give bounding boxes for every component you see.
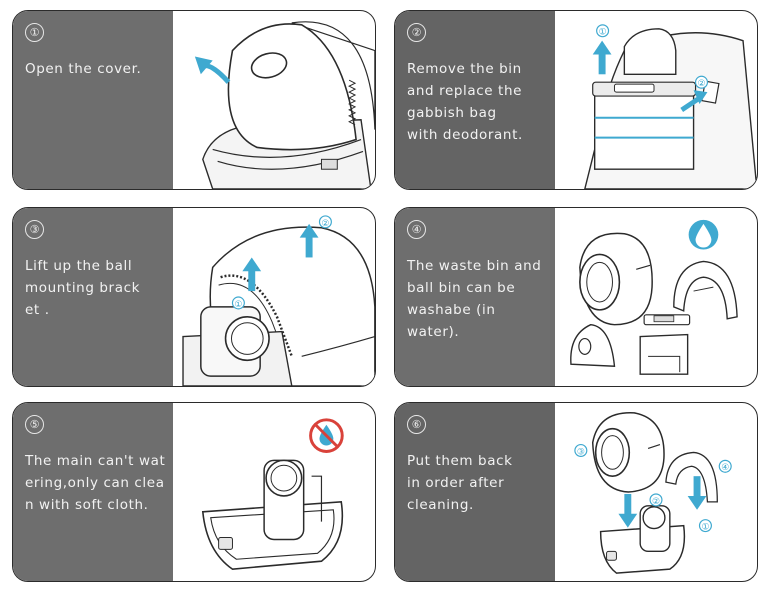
- step-2-callout-1: ①: [599, 28, 607, 38]
- step-card-4: ④ The waste bin and ball bin can be wash…: [394, 207, 758, 387]
- step-1-description: Open the cover.: [25, 61, 142, 77]
- step-card-3: ③ Lift up the ball mounting brack et . ①: [12, 207, 376, 387]
- step-card-6: ⑥ Put them back in order after cleaning.: [394, 402, 758, 582]
- step-2-number: ②: [407, 23, 426, 42]
- step-3-description: Lift up the ball mounting brack et .: [25, 258, 141, 318]
- step-3-callout-2: ②: [321, 219, 329, 229]
- step-4-description: The waste bin and ball bin can be washab…: [407, 258, 542, 340]
- step-3-illustration: ① ②: [173, 208, 375, 386]
- step-6-illustration: ③ ④ ② ①: [555, 403, 757, 581]
- step-card-5: ⑤ The main can't wat ering,only can clea…: [12, 402, 376, 582]
- step-5-description: The main can't wat ering,only can clea n…: [25, 453, 166, 513]
- step-3-callout-1: ①: [234, 300, 242, 310]
- step-1-panel: ① Open the cover.: [13, 11, 173, 189]
- step-2-callout-2: ②: [698, 79, 706, 89]
- no-water-icon: [309, 418, 344, 453]
- step-5-illustration: [173, 403, 375, 581]
- step-6-callout-3: ③: [577, 447, 585, 457]
- step-6-panel: ⑥ Put them back in order after cleaning.: [395, 403, 555, 581]
- step-6-description: Put them back in order after cleaning.: [407, 453, 513, 513]
- step-5-number: ⑤: [25, 415, 44, 434]
- step-2-panel: ② Remove the bin and replace the gabbish…: [395, 11, 555, 189]
- step-6-callout-1: ①: [701, 523, 709, 533]
- step-1-number: ①: [25, 23, 44, 42]
- step-3-panel: ③ Lift up the ball mounting brack et .: [13, 208, 173, 386]
- step-2-description: Remove the bin and replace the gabbish b…: [407, 61, 523, 143]
- step-card-1: ① Open the cover.: [12, 10, 376, 190]
- step-4-number: ④: [407, 220, 426, 239]
- step-6-callout-4: ④: [721, 463, 729, 473]
- step-4-illustration: [555, 208, 757, 386]
- step-3-number: ③: [25, 220, 44, 239]
- step-6-callout-2: ②: [652, 497, 660, 507]
- step-1-illustration: [173, 11, 375, 189]
- step-5-panel: ⑤ The main can't wat ering,only can clea…: [13, 403, 173, 581]
- step-card-2: ② Remove the bin and replace the gabbish…: [394, 10, 758, 190]
- step-2-illustration: ① ②: [555, 11, 757, 189]
- step-4-panel: ④ The waste bin and ball bin can be wash…: [395, 208, 555, 386]
- step-6-number: ⑥: [407, 415, 426, 434]
